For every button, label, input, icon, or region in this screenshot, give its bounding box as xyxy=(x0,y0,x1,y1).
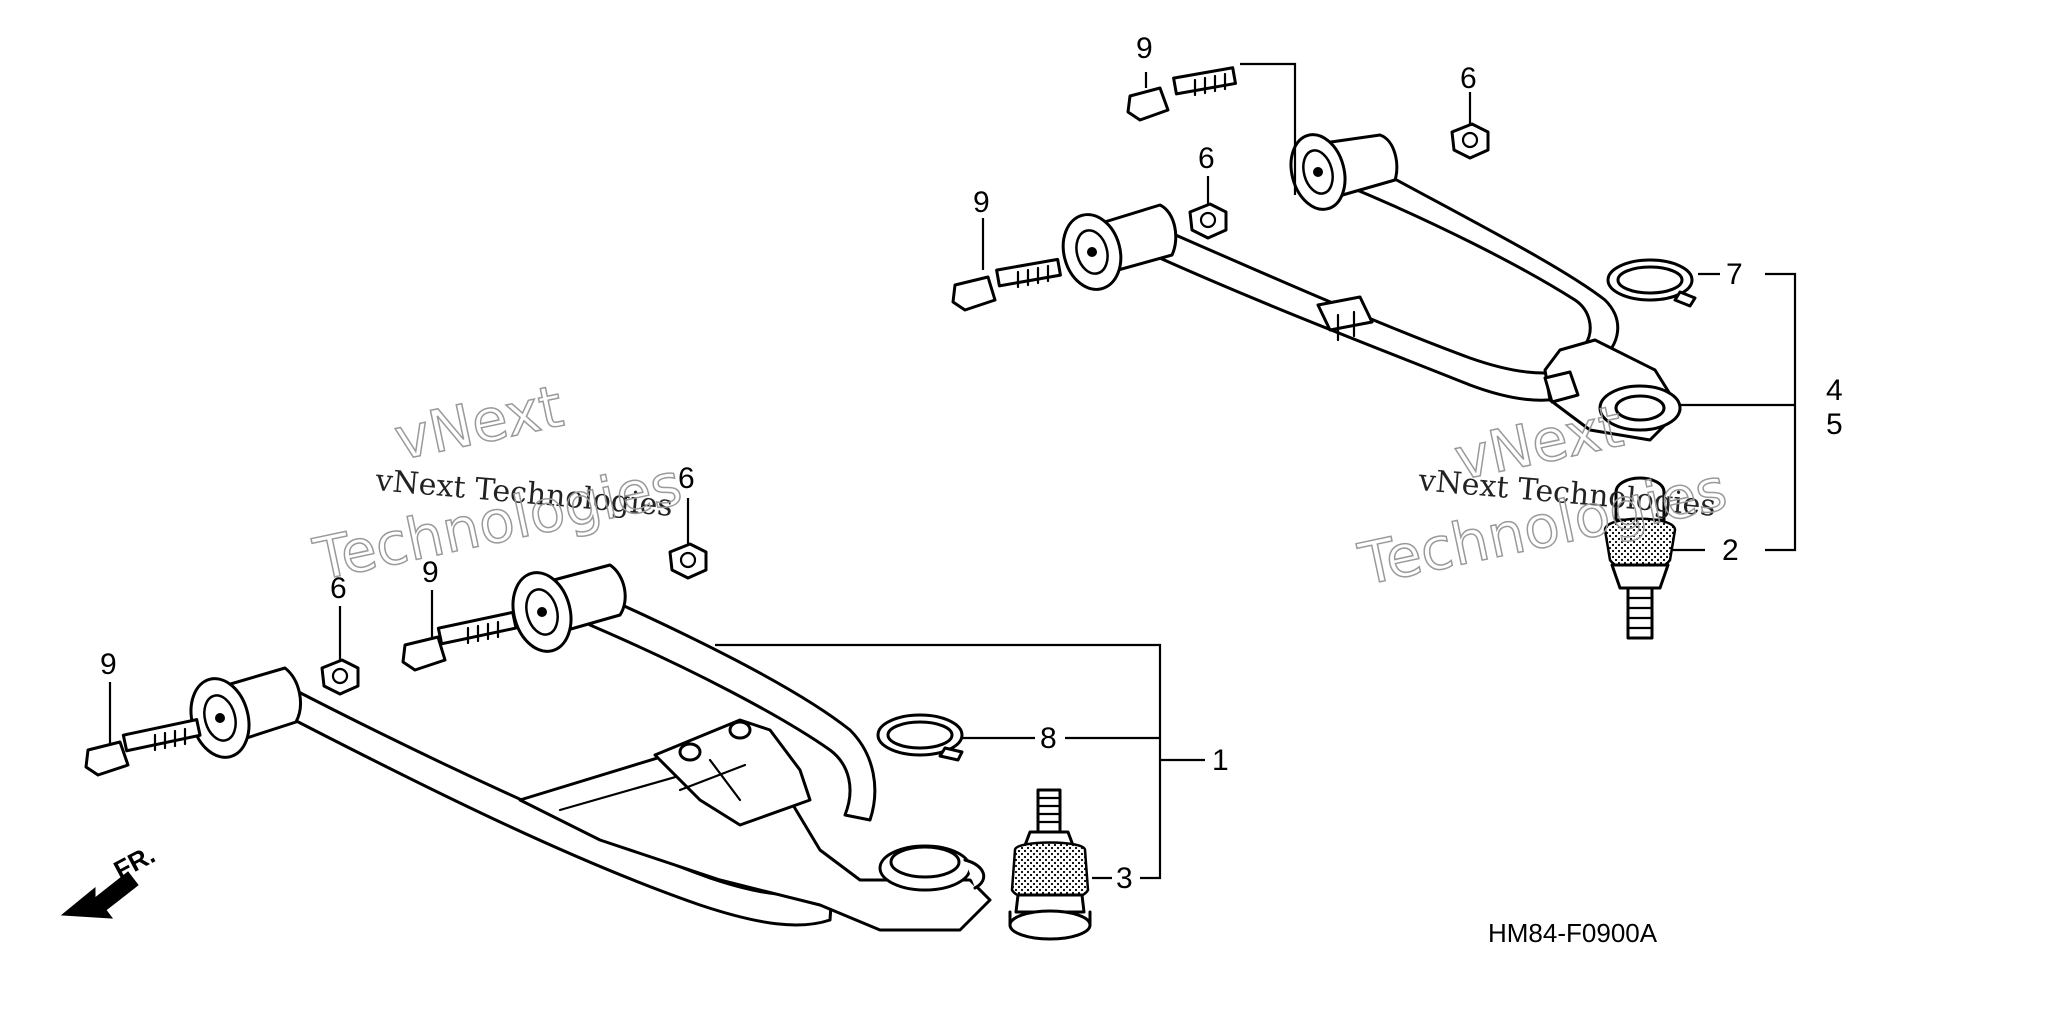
circlip-upper xyxy=(1606,258,1697,308)
callout-1: 1 xyxy=(1212,744,1229,777)
watermark-right: vNext vNext Technologies Technologies xyxy=(1352,391,1733,599)
watermark-technologies: Technologies xyxy=(308,450,688,594)
upper-arm xyxy=(1061,133,1682,442)
front-direction-arrow: FR. xyxy=(60,839,160,919)
watermark-brand: vNext xyxy=(389,372,569,474)
diagram-code: HM84-F0900A xyxy=(1488,918,1658,948)
callout-6-lower-front: 6 xyxy=(330,572,347,605)
callout-5: 5 xyxy=(1826,408,1843,441)
bolt-upper-front xyxy=(951,257,1062,312)
callout-6-upper-rear: 6 xyxy=(1460,62,1477,95)
lower-arm xyxy=(189,563,992,932)
leader-lines xyxy=(108,62,1797,880)
callout-8: 8 xyxy=(1040,722,1057,755)
callout-9-lower-front: 9 xyxy=(100,648,117,681)
bolt-lower-rear xyxy=(401,610,518,672)
bolt-lower-front xyxy=(84,718,202,777)
callout-9-upper-rear: 9 xyxy=(1136,32,1153,65)
nut-upper-rear xyxy=(1450,122,1490,160)
ball-joint-lower xyxy=(1008,788,1092,941)
callout-4: 4 xyxy=(1826,374,1843,407)
callout-6-lower-rear: 6 xyxy=(678,462,695,495)
callout-7: 7 xyxy=(1726,258,1743,291)
circlip-lower xyxy=(876,713,964,762)
nut-lower-rear xyxy=(668,542,708,580)
callout-6-upper-front: 6 xyxy=(1198,142,1215,175)
bolt-upper-rear xyxy=(1126,66,1237,122)
ball-joint-upper xyxy=(1603,476,1677,640)
nut-upper-front xyxy=(1188,202,1228,240)
front-direction-label: FR. xyxy=(109,839,160,885)
callout-9-upper-front: 9 xyxy=(973,186,990,219)
callout-9-lower-rear: 9 xyxy=(422,556,439,589)
callout-2: 2 xyxy=(1722,534,1739,567)
watermark-left: vNext vNext Technologies Technologies xyxy=(307,371,688,594)
callout-3: 3 xyxy=(1116,862,1133,895)
nut-lower-front xyxy=(320,658,360,696)
